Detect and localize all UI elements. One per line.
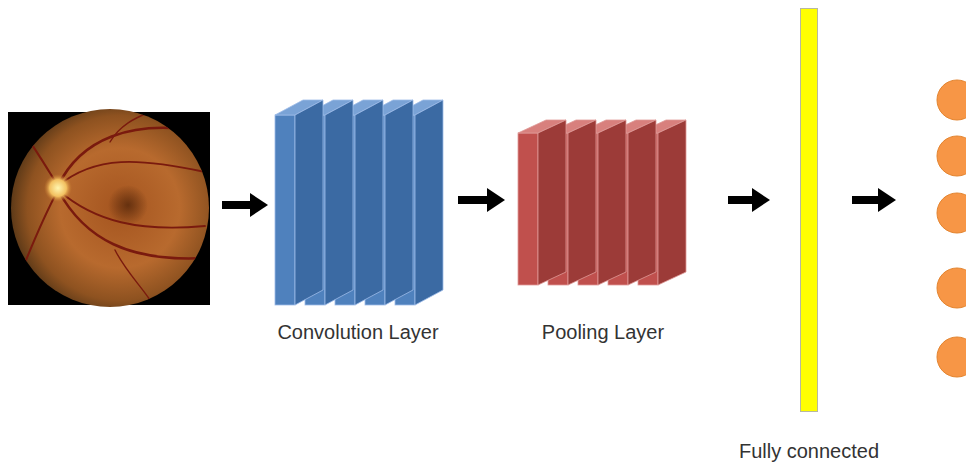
input-arrow xyxy=(222,193,268,217)
fovea xyxy=(108,185,148,225)
fundus-image xyxy=(8,109,210,307)
output-neuron xyxy=(937,193,966,233)
output-neuron xyxy=(937,268,966,308)
convolution-stack xyxy=(275,100,443,305)
pooling-stack xyxy=(518,120,686,285)
layer-name: Pooling Layer xyxy=(542,320,664,344)
layer-block: Pooling Layer xyxy=(512,115,694,348)
blood-vessels xyxy=(20,112,205,300)
optic-disc xyxy=(44,174,72,202)
output-neuron xyxy=(937,337,966,377)
layer-block: Convolution Layer xyxy=(268,96,448,348)
layer-name: Fully connected xyxy=(739,439,879,463)
output-neuron xyxy=(937,136,966,176)
retina xyxy=(11,109,209,307)
fully-connected-bar: Fully connected xyxy=(800,8,818,412)
output-neuron xyxy=(937,80,966,120)
output-arrow xyxy=(852,188,896,212)
layer-name: Convolution Layer xyxy=(277,320,438,344)
flow-arrow xyxy=(728,196,754,204)
output-neurons xyxy=(937,80,966,377)
flow-arrow xyxy=(458,196,489,204)
